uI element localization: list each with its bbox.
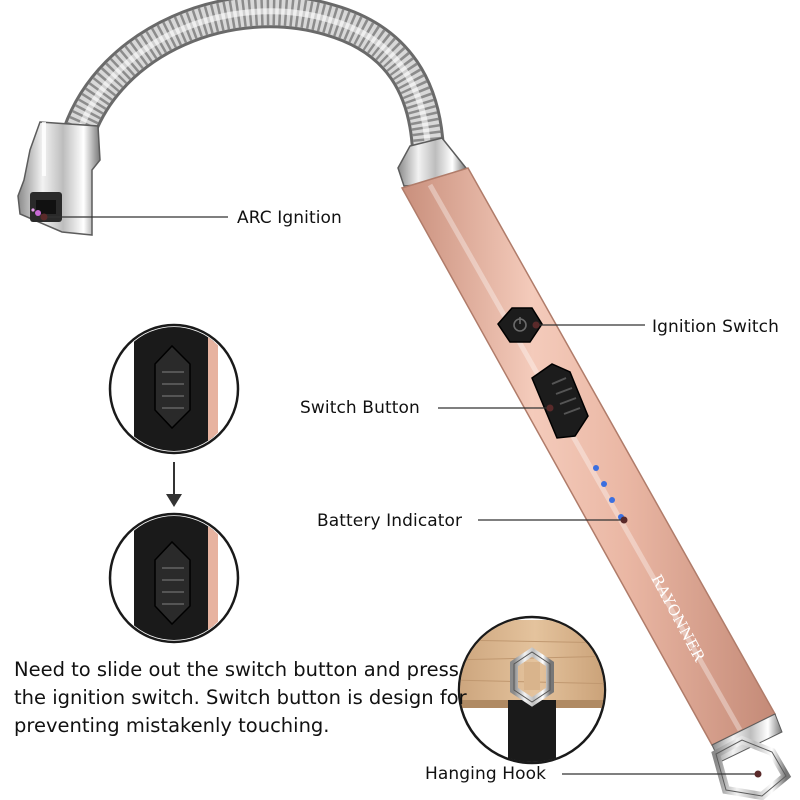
arrow-down-icon <box>166 462 182 507</box>
label-arc-ignition: ARC Ignition <box>237 208 342 228</box>
label-switch-button: Switch Button <box>300 398 420 418</box>
instruction-text: Need to slide out the switch button and … <box>14 658 467 737</box>
ignition-switch-button[interactable] <box>497 307 543 343</box>
detail-circle-switch-locked <box>108 323 240 455</box>
arc-head <box>17 121 101 236</box>
label-battery-indicator: Battery Indicator <box>317 511 463 531</box>
safety-switch-button[interactable] <box>531 363 589 439</box>
label-ignition-switch: Ignition Switch <box>652 317 779 337</box>
callout-lines <box>44 216 758 775</box>
label-hanging-hook: Hanging Hook <box>425 764 547 784</box>
detail-circle-switch-unlocked <box>108 512 240 644</box>
callout-dots <box>40 213 762 778</box>
hanging-hook[interactable] <box>711 735 792 800</box>
gooseneck-hose <box>61 0 445 167</box>
